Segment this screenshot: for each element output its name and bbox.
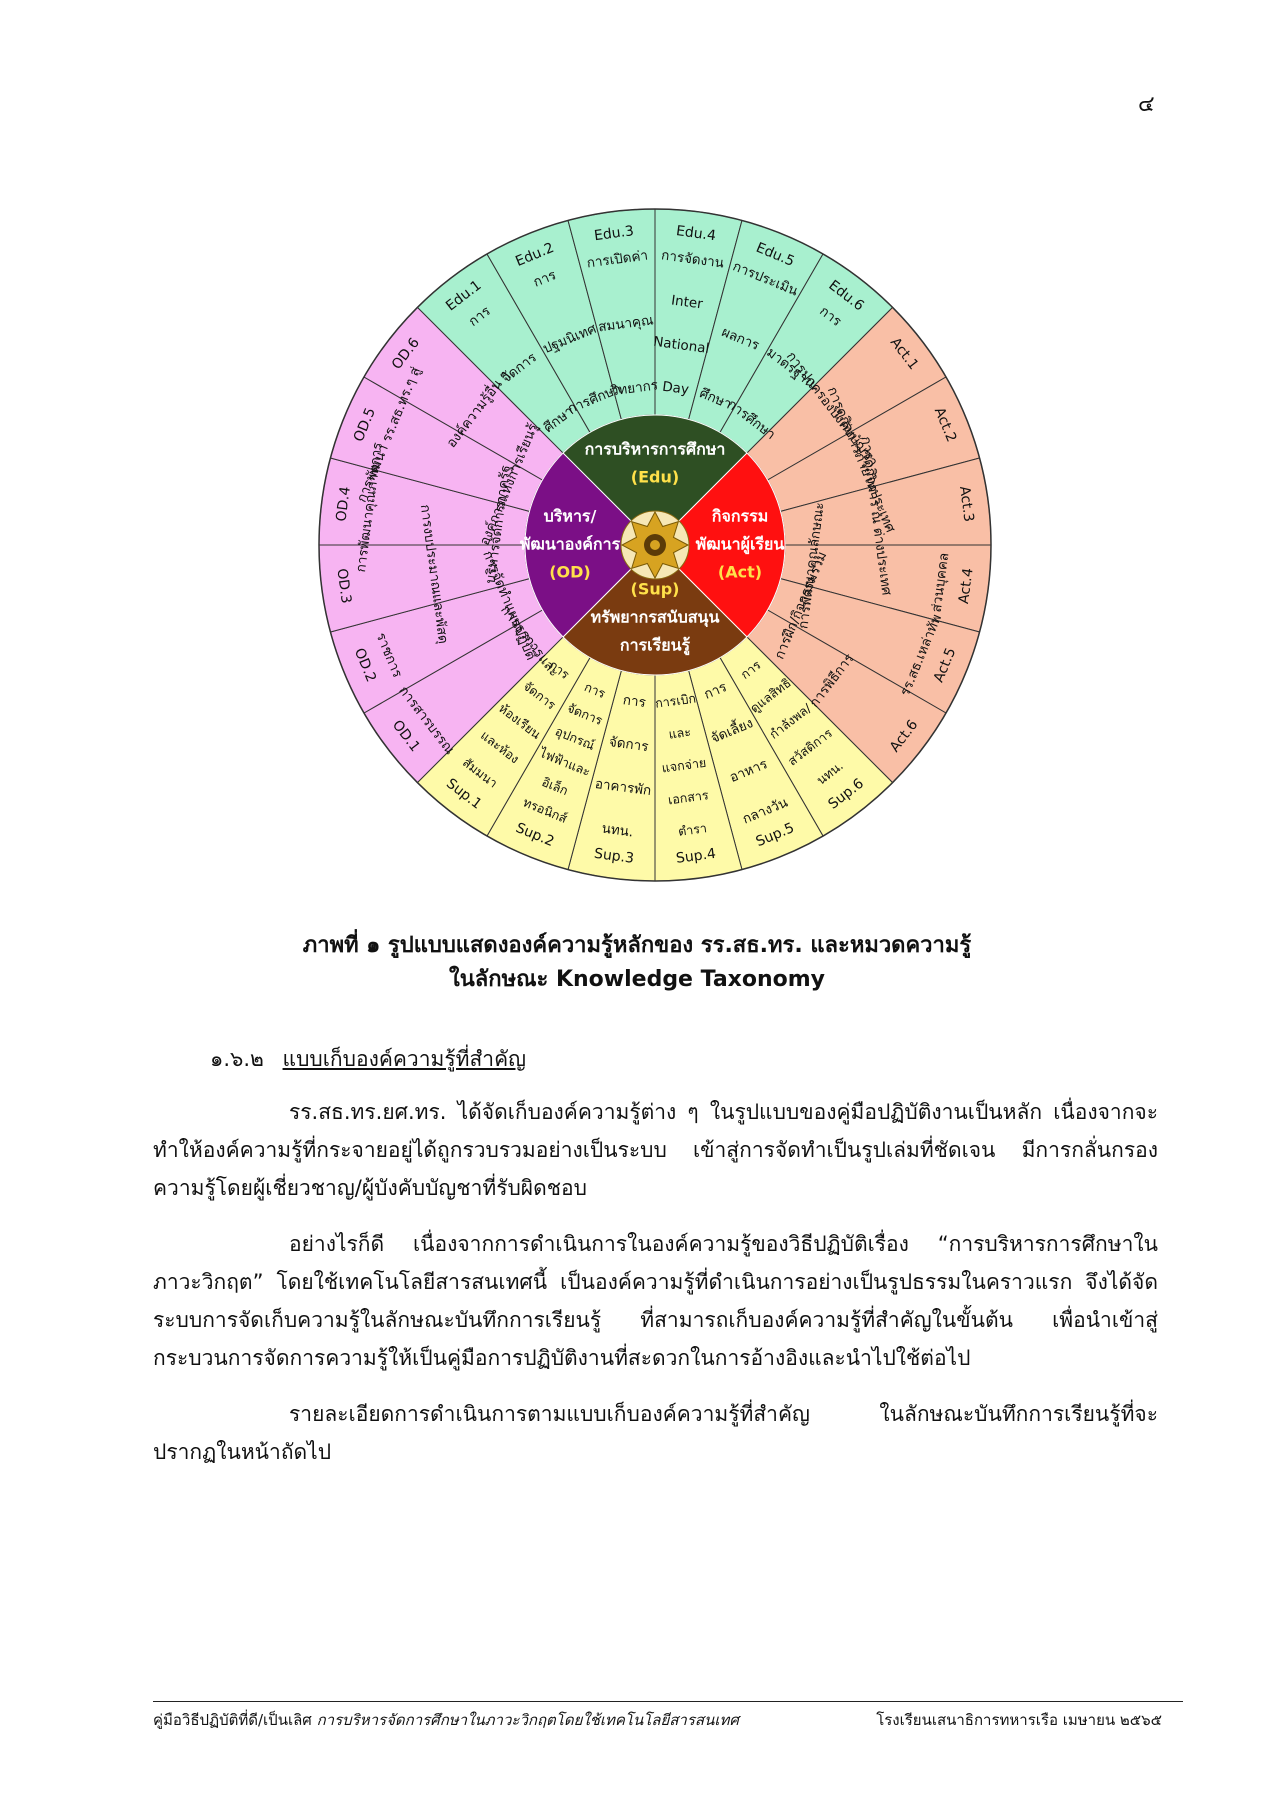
footer-title: การบริหารจัดการศึกษาในภาวะวิกฤตโดยใช้เทค… (316, 1711, 739, 1729)
segment-code: Edu.4 (675, 223, 717, 244)
segment-text: Inter (670, 292, 704, 312)
figure-caption-line-2: ในลักษณะ Knowledge Taxonomy (448, 967, 826, 992)
segment-text: การเบิก (654, 691, 697, 711)
wheel-outer-ring (318, 208, 992, 882)
segment-text: อาคารพัก (594, 776, 652, 799)
paragraph-2-text: อย่างไรก็ดี เนื่องจากการดำเนินการในองค์ค… (153, 1232, 1158, 1370)
paragraph-1-text: รร.สธ.ทร.ยศ.ทร. ได้จัดเก็บองค์ความรู้ต่า… (153, 1100, 1158, 1200)
page-number: ๔ (1138, 92, 1155, 117)
segment-text: วิทยากร (609, 377, 659, 399)
section-number: ๑.๖.๒ (210, 1047, 264, 1071)
section-title: แบบเก็บองค์ความรู้ที่สำคัญ (282, 1047, 527, 1071)
segment-text: จัดการ (608, 734, 649, 755)
segment-code: Act.3 (956, 485, 977, 523)
inner-label-od: บริหาร/ (544, 507, 597, 526)
inner-label-sup: ทรัพยากรสนับสนุน (591, 608, 720, 628)
segment-text: National (652, 334, 710, 357)
inner-label-od: (OD) (549, 563, 591, 582)
paragraph-3: รายละเอียดการดำเนินการตามแบบเก็บองค์ความ… (153, 1395, 1158, 1471)
figure-caption-line-1: ภาพที่ ๑ รูปแบบแสดงองค์ความรู้หลักของ รร… (302, 933, 972, 958)
segment-text: ส่วนบุคคล (929, 552, 953, 614)
inner-label-edu: (Edu) (631, 468, 679, 487)
emblem-icon (620, 510, 690, 580)
segment-text: แจกจ่าย (661, 755, 707, 776)
knowledge-taxonomy-wheel: Edu.1การจัดการศึกษาEdu.2การปฐมนิเทศการศึ… (318, 208, 992, 882)
inner-label-act: (Act) (718, 563, 762, 582)
footer-divider (153, 1701, 1183, 1702)
paragraph-3-text: รายละเอียดการดำเนินการตามแบบเก็บองค์ความ… (153, 1402, 1158, 1464)
paragraph-2: อย่างไรก็ดี เนื่องจากการดำเนินการในองค์ค… (153, 1225, 1158, 1377)
segment-text: การ (622, 692, 647, 711)
segment-text: Day (661, 379, 690, 398)
inner-label-act: กิจกรรม (711, 507, 768, 526)
inner-label-sup: (Sup) (631, 580, 680, 599)
footer-prefix: คู่มือวิธีปฏิบัติที่ดี/เป็นเลิศ (153, 1711, 312, 1729)
segment-text: นทน. (601, 821, 634, 841)
footer-organization-date: โรงเรียนเสนาธิการทหารเรือ เมษายน ๒๕๖๕ (876, 1711, 1162, 1729)
inner-label-edu: การบริหารการศึกษา (585, 440, 726, 459)
paragraph-1: รร.สธ.ทร.ยศ.ทร. ได้จัดเก็บองค์ความรู้ต่า… (153, 1093, 1158, 1207)
segment-text: ตำรา (677, 820, 708, 839)
segment-code: Sup.3 (593, 846, 635, 867)
segment-text: และ (668, 724, 692, 742)
segment-code: OD.3 (333, 568, 353, 605)
inner-label-act: พัฒนาผู้เรียน (696, 535, 785, 556)
segment-code: Sup.4 (675, 846, 717, 867)
inner-label-od: พัฒนาองค์การ (520, 535, 621, 554)
inner-label-sup: การเรียนรู้ (620, 636, 691, 657)
segment-text: เอกสาร (667, 787, 710, 807)
segment-code: Act.4 (956, 567, 977, 605)
footer-document-title: คู่มือวิธีปฏิบัติที่ดี/เป็นเลิศ การบริหา… (153, 1708, 739, 1732)
segment-text: สมนาคุณ (597, 312, 654, 335)
section-heading: ๑.๖.๒ แบบเก็บองค์ความรู้ที่สำคัญ (210, 1043, 526, 1076)
segment-text: การเปิดค่า (586, 248, 649, 272)
segment-code: Edu.3 (593, 223, 635, 244)
segment-code: OD.4 (333, 485, 353, 522)
